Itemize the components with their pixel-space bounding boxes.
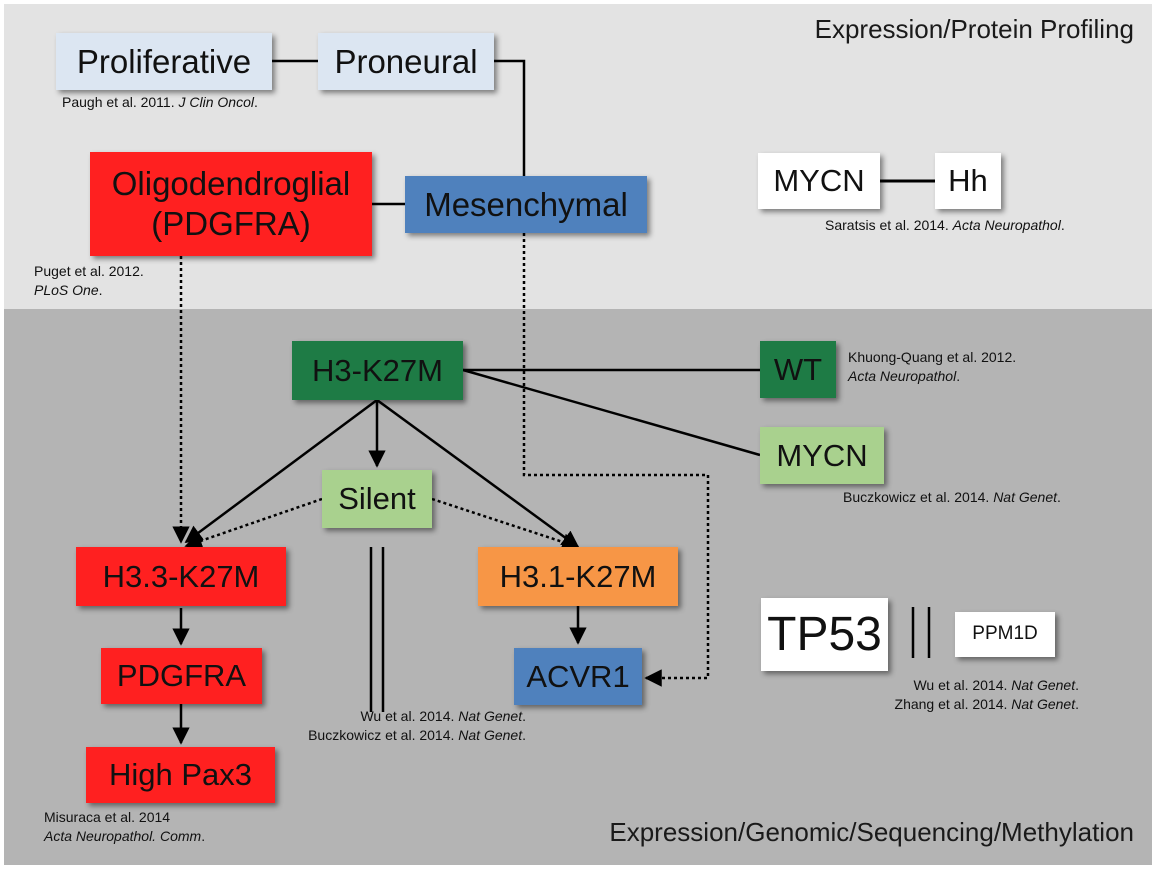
reference-puget-line1: Puget et al. 2012. (34, 263, 144, 279)
dotted-arrow-mesenchymal-acvr1 (522, 233, 710, 687)
node-acvr1: ACVR1 (514, 648, 642, 705)
reference-buczkowicz-center: Buczkowicz et al. 2014. Nat Genet. (308, 726, 526, 743)
node-mycn-expression: MYCN (758, 153, 880, 209)
reference-khuong-quang-line2: Acta Neuropathol. (848, 367, 961, 384)
node-oligodendroglial-pdgfra: Oligodendroglial (PDGFRA) (90, 152, 372, 256)
reference-khuong-quang: Khuong-Quang et al. 2012. Acta Neuropath… (848, 348, 1016, 386)
node-oligodendroglial-line2: (PDGFRA) (151, 205, 311, 242)
node-wt: WT (760, 341, 836, 398)
node-mesenchymal: Mesenchymal (405, 176, 647, 233)
node-h3-k27m: H3-K27M (292, 341, 463, 400)
reference-misuraca-line1: Misuraca et al. 2014 (44, 809, 171, 825)
reference-wu-right: Wu et al. 2014. Nat Genet. (913, 677, 1079, 693)
arrow-h3k27m-h33k27m (184, 398, 378, 544)
connector-h3k27m-mycn (462, 368, 761, 457)
dotted-arrow-silent-h33k27m (184, 497, 323, 550)
reference-saratsis: Saratsis et al. 2014. Acta Neuropathol. (825, 217, 1065, 233)
node-high-pax3: High Pax3 (86, 747, 275, 803)
node-hh: Hh (935, 153, 1001, 209)
node-oligodendroglial-line1: Oligodendroglial (111, 165, 351, 203)
bottom-section-title: Expression/Genomic/Sequencing/Methylatio… (609, 817, 1134, 847)
node-h31-k27m: H3.1-K27M (478, 547, 678, 606)
reference-khuong-quang-line1: Khuong-Quang et al. 2012. (848, 349, 1017, 365)
reference-paugh: Paugh et al. 2011. J Clin Oncol. (62, 94, 258, 110)
reference-puget: Puget et al. 2012. PLoS One. (34, 262, 144, 300)
connector-proneural-mesenchymal (494, 59, 526, 176)
node-proliferative: Proliferative (56, 33, 272, 90)
node-proneural: Proneural (318, 33, 494, 90)
node-silent: Silent (322, 470, 432, 528)
reference-buczkowicz-mycn: Buczkowicz et al. 2014. Nat Genet. (843, 489, 1061, 505)
node-ppm1d: PPM1D (955, 612, 1055, 657)
reference-zhang-right: Zhang et al. 2014. Nat Genet. (894, 695, 1079, 712)
reference-misuraca-line2: Acta Neuropathol. Comm. (44, 827, 206, 844)
dotted-arrow-silent-h31k27m (431, 497, 580, 551)
node-pdgfra: PDGFRA (101, 648, 262, 704)
reference-puget-line2: PLoS One. (34, 281, 103, 298)
top-section-title: Expression/Protein Profiling (814, 14, 1134, 44)
reference-right: Wu et al. 2014. Nat Genet. Zhang et al. … (895, 676, 1079, 714)
node-tp53: TP53 (761, 598, 888, 671)
reference-center: Wu et al. 2014. Nat Genet. Buczkowicz et… (308, 707, 526, 745)
reference-misuraca: Misuraca et al. 2014 Acta Neuropathol. C… (44, 808, 205, 846)
arrow-h3k27m-h31k27m (376, 398, 580, 549)
node-h33-k27m: H3.3-K27M (76, 547, 286, 606)
node-mycn-genomic: MYCN (760, 427, 884, 484)
reference-wu-center: Wu et al. 2014. Nat Genet. (360, 708, 526, 724)
